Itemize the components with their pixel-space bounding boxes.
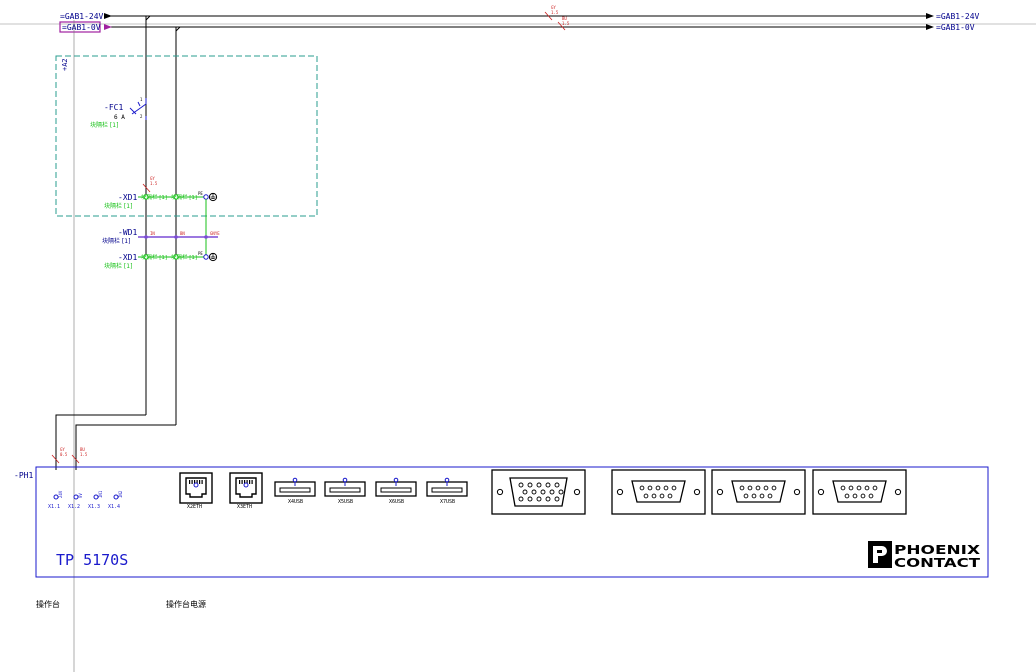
xd1-top-terminal-2[interactable]	[173, 194, 179, 200]
xd1-top-terminal-1[interactable]	[143, 194, 149, 200]
x1-pin-3-signal: IN1	[98, 490, 103, 498]
x1-pin-2-label: X1.2	[68, 504, 80, 510]
serial-port-icon	[711, 469, 806, 515]
usb-port-icon	[324, 477, 366, 497]
xd1-bottom-note: 块隔栏 [1]	[104, 262, 132, 270]
usb-port-1-label: X4USB	[288, 499, 303, 505]
busbar-0v	[59, 21, 934, 33]
svg-text:GY: GY	[551, 5, 556, 10]
svg-text:1.5: 1.5	[150, 181, 158, 186]
usb-port-3-label: X6USB	[389, 499, 404, 505]
panel-ph1	[35, 466, 989, 578]
busbar-label-left-0v: =GAB1-0V	[62, 23, 101, 32]
usb-port-icon	[426, 477, 468, 497]
fc1-rating: 6 A	[114, 114, 125, 121]
wd1-pin-2: BN	[180, 231, 185, 236]
xd1-top-tag: -XD1	[118, 193, 137, 202]
wd1-note: 块隔栏 [1]	[102, 237, 130, 245]
enclosure-tag: +A2	[61, 58, 69, 71]
busbar-24v	[0, 13, 1036, 25]
enclosure-a2	[55, 55, 318, 217]
xd1-bottom-terminal-pe[interactable]	[203, 254, 209, 260]
svg-text:PHOENIX: PHOENIX	[894, 543, 981, 557]
eth-port-2-label: X3ETH	[237, 504, 252, 510]
usb-port-2-label: X5USB	[338, 499, 353, 505]
busbar-wire-note: GY 1.5 BU 1.5	[544, 5, 570, 31]
usb-port-icon	[274, 477, 316, 497]
wd1-pin-1: IN	[150, 231, 155, 236]
xd1-bottom-terminal-2-label: 块隔栏 [1]	[171, 253, 197, 261]
usb-port-4-label: X7USB	[440, 499, 455, 505]
x1-pin-4-label: X1.4	[108, 504, 120, 510]
wd1-tag: -WD1	[118, 228, 137, 237]
xd1-top-pe-label: PE	[198, 191, 203, 196]
breaker-fc1-symbol	[129, 98, 147, 120]
serial-port-icon	[611, 469, 706, 515]
svg-text:1.5: 1.5	[562, 21, 570, 26]
ethernet-port-icon	[179, 472, 213, 504]
fc1-pin-bottom: 2	[140, 114, 143, 119]
svg-text:CONTACT: CONTACT	[894, 556, 981, 570]
ethernet-port-icon	[229, 472, 263, 504]
x1-pin-1[interactable]	[53, 494, 59, 500]
x1-pin-1-label: X1.1	[48, 504, 60, 510]
feeder-0v	[75, 26, 181, 470]
ground-icon	[208, 252, 218, 262]
phoenix-contact-logo: PHOENIX CONTACT	[868, 541, 981, 570]
ph1-wire-notes: GY 0.5 BU 1.5	[51, 447, 88, 464]
x1-pin-2-signal: 0V	[78, 493, 83, 498]
xd1-bottom-terminal-1[interactable]	[143, 254, 149, 260]
xd1-top-terminal-1-label: 块隔栏 [1]	[141, 193, 167, 201]
panel-tag: -PH1	[14, 471, 33, 480]
xd1-bottom-terminal-1-label: 块隔栏 [1]	[141, 253, 167, 261]
svg-text:1.5: 1.5	[80, 452, 88, 457]
fc1-pin-top: 1	[140, 97, 143, 102]
vga-port-icon	[491, 469, 586, 515]
x1-pin-1-signal: 24V	[58, 490, 63, 498]
x1-pin-4-signal: IN2	[118, 490, 123, 498]
xd1-bottom-pe-label: PE	[198, 251, 203, 256]
xd1-top-terminal-pe[interactable]	[203, 194, 209, 200]
footer-label-left: 操作台	[36, 599, 60, 609]
feeder-24v	[55, 15, 151, 470]
xd1-top-note: 块隔栏 [1]	[104, 202, 132, 210]
serial-port-icon	[812, 469, 907, 515]
svg-text:1.5: 1.5	[551, 10, 559, 15]
usb-port-icon	[375, 477, 417, 497]
svg-text:0.5: 0.5	[60, 452, 68, 457]
ground-icon	[208, 192, 218, 202]
svg-text:BU: BU	[80, 447, 85, 452]
eth-port-1-label: X2ETH	[187, 504, 202, 510]
x1-pin-2[interactable]	[73, 494, 79, 500]
footer-label-right: 操作台电源	[166, 599, 206, 609]
x1-pin-3-label: X1.3	[88, 504, 100, 510]
busbar-label-right-0v: =GAB1-0V	[936, 23, 975, 32]
fc1-tag: -FC1	[104, 103, 123, 112]
xd1-wire-note: GY 1.5	[142, 176, 158, 193]
panel-model: TP 5170S	[56, 551, 128, 569]
xd1-bottom-tag: -XD1	[118, 253, 137, 262]
x1-pin-4[interactable]	[113, 494, 119, 500]
xd1-bottom-terminal-2[interactable]	[173, 254, 179, 260]
svg-text:BU: BU	[562, 16, 567, 21]
busbar-label-left-24v: =GAB1-24V	[60, 12, 104, 21]
fc1-note: 块隔栏 [1]	[90, 121, 118, 129]
xd1-top-terminal-2-label: 块隔栏 [1]	[171, 193, 197, 201]
wd1-pin-3: GNYE	[210, 231, 220, 236]
x1-pin-3[interactable]	[93, 494, 99, 500]
svg-text:GY: GY	[60, 447, 65, 452]
busbar-label-right-24v: =GAB1-24V	[936, 12, 980, 21]
svg-text:GY: GY	[150, 176, 155, 181]
